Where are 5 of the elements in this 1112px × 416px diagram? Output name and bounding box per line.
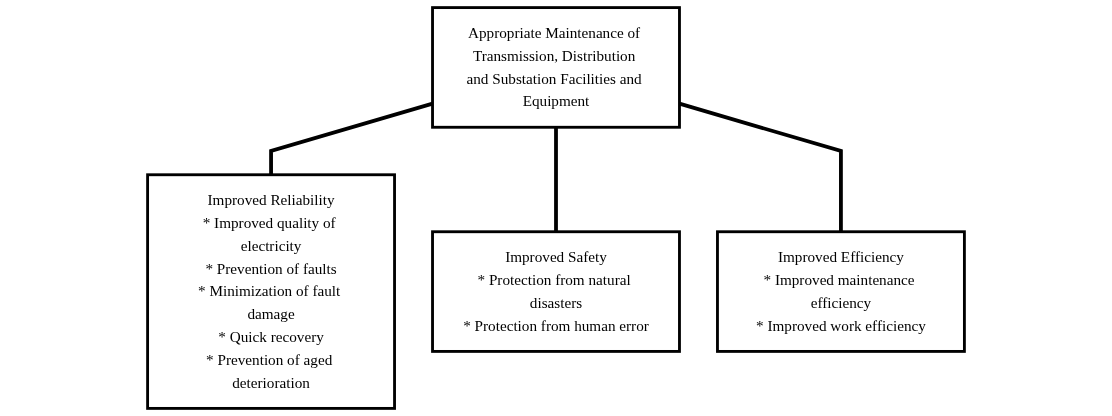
node-box: Appropriate Maintenance of Transmission, Distribution and Substation Facilities and Equipment	[431, 6, 681, 129]
connector	[554, 127, 558, 232]
node-box: Improved Safety * Protection from natural disasters * Protection from human error	[431, 230, 681, 353]
node-box: Improved Reliability * Improved quality of electricity * Prevention of faults * Minimization of fault damage * Quick recovery * Prevention of aged deterioration	[146, 173, 396, 410]
node-box: Improved Efficiency * Improved maintenance efficiency * Improved work efficiency	[716, 230, 966, 353]
